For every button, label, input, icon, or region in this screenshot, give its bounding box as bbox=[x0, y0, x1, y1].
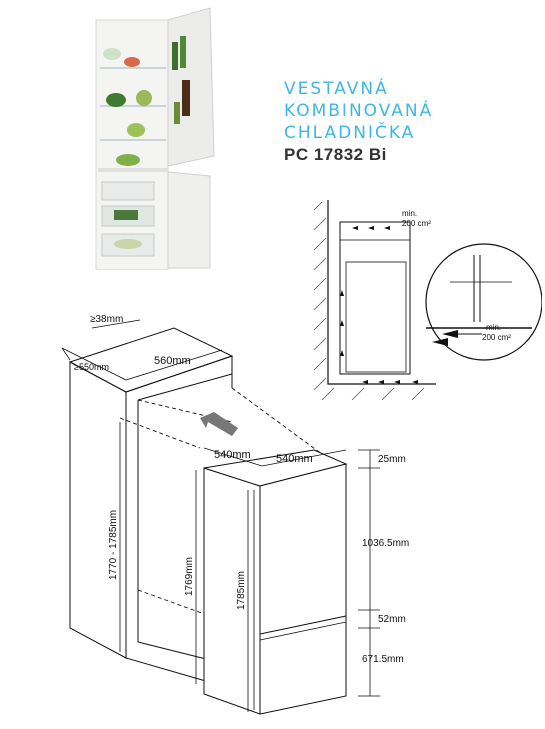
fridge-unit bbox=[203, 449, 348, 715]
insert-arrow bbox=[200, 412, 238, 436]
dim-unit-depth: 540mm bbox=[214, 449, 251, 461]
dim-depth-min: ≥550mm bbox=[74, 362, 109, 372]
vent-top-label-2: 200 cm² bbox=[402, 219, 431, 228]
dim-unit-height: 1785mm bbox=[236, 571, 247, 610]
installation-diagram: ≥38mm ≥550mm 560mm 540mm 540mm 25mm 1036… bbox=[61, 314, 409, 715]
airflow-arrows bbox=[340, 226, 418, 384]
dim-upper-door: 1036.5mm bbox=[362, 538, 409, 549]
dim-niche-height: 1770 - 1785mm bbox=[108, 510, 119, 580]
product-photo bbox=[92, 6, 216, 270]
ventilation-diagram: min. 200 cm² min. 200 cm² bbox=[313, 200, 542, 401]
niche-cabinet bbox=[68, 327, 234, 685]
vent-top-label-1: min. bbox=[402, 209, 417, 218]
title-line-3: CHLADNIČKA bbox=[284, 123, 416, 143]
dim-unit-width: 540mm bbox=[276, 453, 313, 465]
title-line-1: VESTAVNÁ bbox=[284, 79, 389, 99]
product-heading: VESTAVNÁ KOMBINOVANÁ CHLADNIČKA PC 17832… bbox=[284, 78, 433, 166]
dim-top-gap: 25mm bbox=[378, 454, 406, 465]
dim-gap-min: ≥38mm bbox=[90, 314, 123, 325]
dim-niche-width: 560mm bbox=[154, 355, 191, 367]
title-line-2: KOMBINOVANÁ bbox=[284, 101, 434, 121]
dim-door-gap: 52mm bbox=[378, 614, 406, 625]
dimension-lines bbox=[61, 319, 380, 712]
model-number: PC 17832 Bi bbox=[284, 145, 387, 164]
wall-hatching bbox=[313, 201, 425, 401]
vent-zoom-label-2: 200 cm² bbox=[482, 333, 511, 342]
door-split bbox=[259, 615, 347, 635]
dim-lower-door: 671.5mm bbox=[362, 654, 404, 665]
dim-door-height: 1769mm bbox=[184, 557, 195, 596]
vent-zoom-label-1: min. bbox=[486, 323, 501, 332]
